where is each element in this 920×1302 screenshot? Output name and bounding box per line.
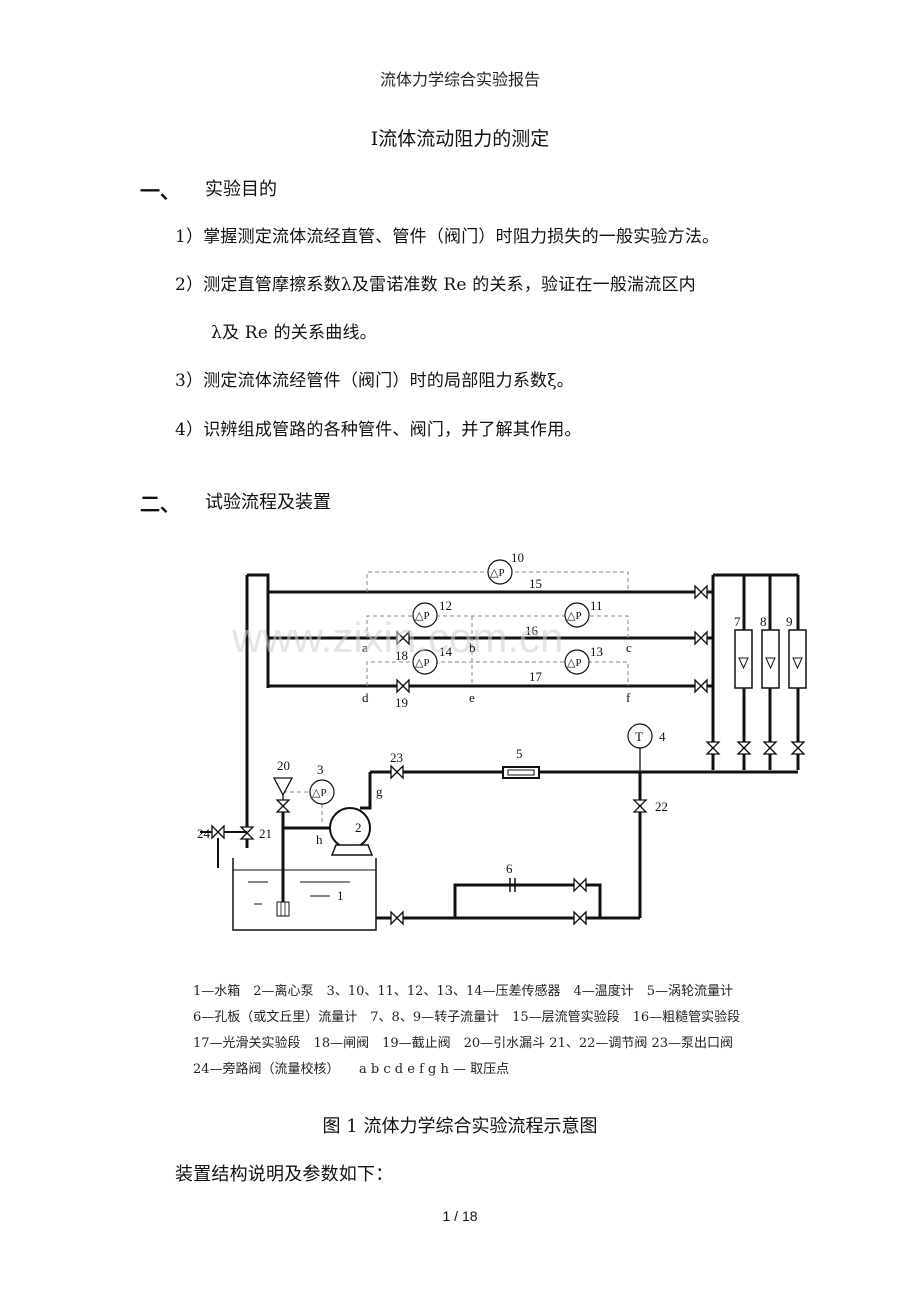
tap-c: c xyxy=(626,640,632,655)
figure-caption: 图 1 流体力学综合实验流程示意图 xyxy=(322,1116,598,1137)
section-1-title: 实验目的 xyxy=(205,179,277,200)
label-11: 11 xyxy=(590,598,603,613)
objective-item-2-cont: λ及 Re 的关系曲线。 xyxy=(211,323,377,343)
tap-g: g xyxy=(376,784,383,799)
body-text: 装置结构说明及参数如下： xyxy=(175,1164,394,1185)
objective-item-4: 4）识辨组成管路的各种管件、阀门，并了解其作用。 xyxy=(175,420,582,440)
label-10: 10 xyxy=(511,550,524,565)
watermark: www.zixin.com.cn xyxy=(231,614,563,661)
label-23: 23 xyxy=(390,750,403,765)
label-19: 19 xyxy=(395,695,408,710)
tap-h: h xyxy=(316,832,323,847)
label-1: 1 xyxy=(337,888,344,903)
section-1-number: 一、 xyxy=(140,179,180,203)
label-22: 22 xyxy=(655,799,668,814)
label-12: 12 xyxy=(439,598,452,613)
legend-line-3: 17—光滑关实验段 18—闸阀 19—截止阀 20—引水漏斗 21、22—调节阀… xyxy=(193,1036,734,1051)
label-18: 18 xyxy=(395,648,408,663)
dp-label-10: △P xyxy=(490,567,505,579)
label-9: 9 xyxy=(786,614,793,629)
label-2: 2 xyxy=(355,820,362,835)
flow-diagram: △P △P △P △P △P △P T 10 15 12 11 16 14 13… xyxy=(197,550,807,931)
label-4: 4 xyxy=(659,729,666,744)
label-13: 13 xyxy=(590,644,603,659)
tap-f: f xyxy=(626,690,631,705)
label-5: 5 xyxy=(516,746,523,761)
dp-label-13: △P xyxy=(567,657,582,669)
tap-d: d xyxy=(362,690,369,705)
label-17: 17 xyxy=(529,669,543,684)
section-2-number: 二、 xyxy=(140,492,180,516)
label-6: 6 xyxy=(506,861,513,876)
dp-label-11: △P xyxy=(567,610,582,622)
page-header: 流体力学综合实验报告 xyxy=(379,70,540,89)
label-20: 20 xyxy=(277,758,290,773)
label-14: 14 xyxy=(439,644,453,659)
label-15: 15 xyxy=(529,576,542,591)
page-number: 1 / 18 xyxy=(442,1208,478,1224)
label-8: 8 xyxy=(760,614,767,629)
legend-line-2: 6—孔板（或文丘里）流量计 7、8、9—转子流量计 15—层流管实验段 16—粗… xyxy=(193,1010,741,1025)
dp-label-14: △P xyxy=(415,657,430,669)
legend-line-4: 24—旁路阀（流量校核） a b c d e f g h — 取压点 xyxy=(193,1062,510,1077)
page-title: Ⅰ流体流动阻力的测定 xyxy=(370,128,550,150)
tap-e: e xyxy=(469,690,475,705)
tap-b: b xyxy=(469,640,476,655)
label-16: 16 xyxy=(525,623,539,638)
tap-a: a xyxy=(362,640,368,655)
objective-item-3: 3）测定流体流经管件（阀门）时的局部阻力系数ξ。 xyxy=(175,371,574,391)
label-21: 21 xyxy=(259,826,272,841)
label-7: 7 xyxy=(734,614,741,629)
label-3: 3 xyxy=(317,762,324,777)
label-24: 24 xyxy=(197,826,211,841)
objective-item-1: 1）掌握测定流体流经直管、管件（阀门）时阻力损失的一般实验方法。 xyxy=(175,227,720,247)
thermometer-label: T xyxy=(635,729,643,744)
legend-line-1: 1—水箱 2—离心泵 3、10、11、12、13、14—压差传感器 4—温度计 … xyxy=(193,984,734,999)
objective-item-2: 2）测定直管摩擦系数λ及雷诺准数 Re 的关系，验证在一般湍流区内 xyxy=(175,275,696,295)
dp-label-3: △P xyxy=(312,787,327,799)
section-2-title: 试验流程及装置 xyxy=(205,492,331,513)
dp-label-12: △P xyxy=(415,610,430,622)
